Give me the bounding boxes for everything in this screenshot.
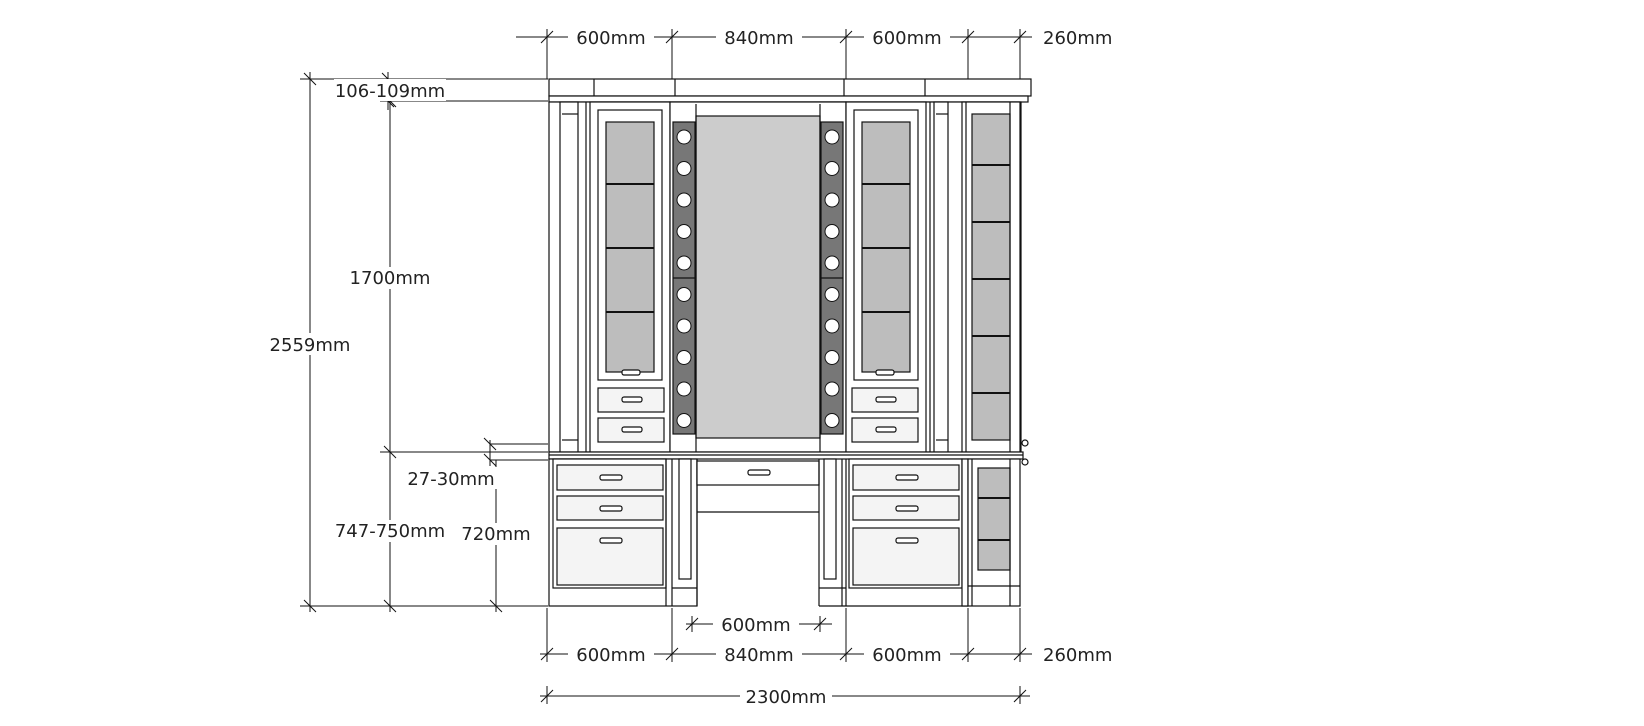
left-lower-pedestal	[548, 458, 698, 607]
light-bulb	[676, 381, 692, 397]
dimension-labels: 600mm 840mm 600mm 260mm 106-109mm 1700mm…	[268, 27, 1112, 708]
light-bulb	[676, 287, 692, 302]
dim-total-width: 2300mm	[746, 687, 827, 708]
dim-lower-height: 747-750mm	[335, 521, 445, 542]
dim-top-side-width: 260mm	[1043, 28, 1112, 49]
dim-top-thickness: 27-30mm	[407, 469, 494, 490]
crown-moulding	[548, 78, 1032, 97]
dim-top-left-width: 600mm	[576, 28, 645, 49]
dim-bottom-right-width: 600mm	[872, 645, 941, 666]
light-bulb	[824, 224, 840, 239]
side-shelf-upper	[961, 101, 1029, 466]
light-bulb	[824, 192, 840, 208]
dim-desk-height: 720mm	[461, 524, 530, 545]
mirror	[695, 115, 821, 439]
right-door-handle	[875, 369, 895, 376]
light-bulb	[676, 413, 692, 428]
dim-top-center-width: 840mm	[724, 28, 793, 49]
light-bulb	[824, 381, 840, 397]
dim-bottom-center-width: 840mm	[724, 645, 793, 666]
light-bulb	[824, 318, 840, 334]
left-door-handle	[621, 369, 641, 376]
light-bulb	[676, 350, 692, 365]
left-drawer-3	[556, 527, 664, 586]
right-upper-cabinet	[845, 101, 949, 453]
crown-base	[548, 95, 1029, 103]
light-bulb	[676, 129, 692, 145]
light-bulb	[824, 287, 840, 302]
desk-center	[696, 460, 820, 513]
right-upper-drawer-1	[851, 387, 919, 413]
dim-top-right-width: 600mm	[872, 28, 941, 49]
light-bulb	[824, 413, 840, 428]
side-shelf-lower	[967, 458, 1021, 607]
light-bulb	[676, 224, 692, 239]
light-bulb	[824, 161, 840, 176]
light-bulb	[824, 255, 840, 271]
light-bulb	[824, 129, 840, 145]
light-bulb	[824, 350, 840, 365]
light-bulb	[676, 255, 692, 271]
dim-crown-height: 106-109mm	[335, 81, 445, 102]
right-lower-pedestal	[818, 458, 969, 607]
center-mirror-section	[669, 101, 847, 453]
dim-upper-height: 1700mm	[350, 268, 431, 289]
light-bulb	[676, 161, 692, 176]
cabinet	[548, 78, 1032, 607]
left-light-bulbs	[676, 129, 692, 428]
dim-knee-space-width: 600mm	[721, 615, 790, 636]
dim-bottom-left-width: 600mm	[576, 645, 645, 666]
light-bulb	[676, 192, 692, 208]
right-light-bulbs	[824, 129, 840, 428]
left-upper-cabinet	[559, 101, 671, 453]
dim-bottom-side-width: 260mm	[1043, 645, 1112, 666]
right-drawer-3	[852, 527, 960, 586]
light-bulb	[676, 318, 692, 334]
dim-total-height: 2559mm	[270, 335, 351, 356]
